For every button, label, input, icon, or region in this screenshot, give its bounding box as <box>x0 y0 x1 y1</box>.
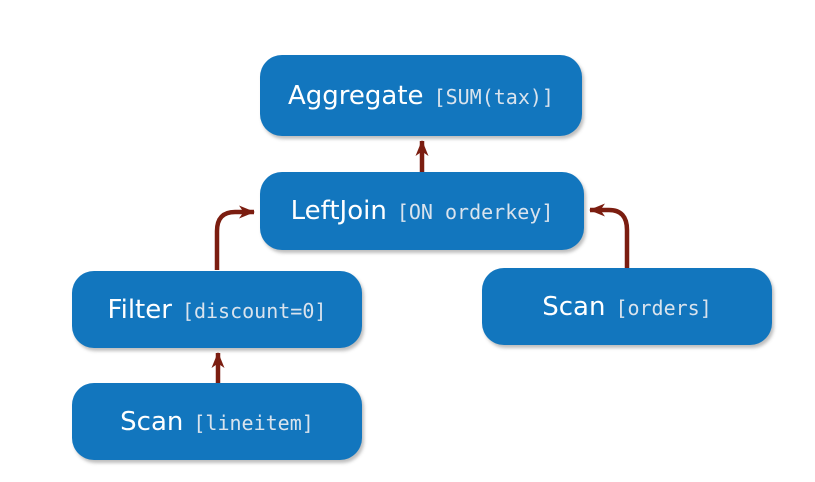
node-annotation: [lineitem] <box>193 410 314 435</box>
node-annotation: [SUM(tax)] <box>433 84 554 109</box>
plan-node-aggregate: Aggregate [SUM(tax)] <box>260 55 582 136</box>
node-label: Aggregate <box>288 80 424 111</box>
node-text: Filter [discount=0] <box>108 295 327 325</box>
plan-node-filter: Filter [discount=0] <box>72 271 362 348</box>
node-text: Scan [lineitem] <box>120 407 314 437</box>
node-label: Scan <box>542 291 606 322</box>
edge-scan-orders-to-leftjoin <box>589 203 630 268</box>
node-label: Filter <box>107 294 172 325</box>
node-label: LeftJoin <box>290 196 387 226</box>
edge-filter-to-leftjoin <box>214 205 255 270</box>
plan-node-scan-lineitem: Scan [lineitem] <box>72 383 362 460</box>
node-text: Scan [orders] <box>542 292 712 322</box>
plan-node-leftjoin: LeftJoin [ON orderkey] <box>260 172 584 250</box>
node-label: Scan <box>120 406 184 437</box>
node-text: LeftJoin [ON orderkey] <box>291 196 554 226</box>
node-annotation: [orders] <box>615 295 712 320</box>
node-text: Aggregate [SUM(tax)] <box>288 81 554 111</box>
node-annotation: [discount=0] <box>181 298 327 323</box>
node-annotation: [ON orderkey] <box>396 200 554 224</box>
plan-node-scan-orders: Scan [orders] <box>482 268 772 345</box>
